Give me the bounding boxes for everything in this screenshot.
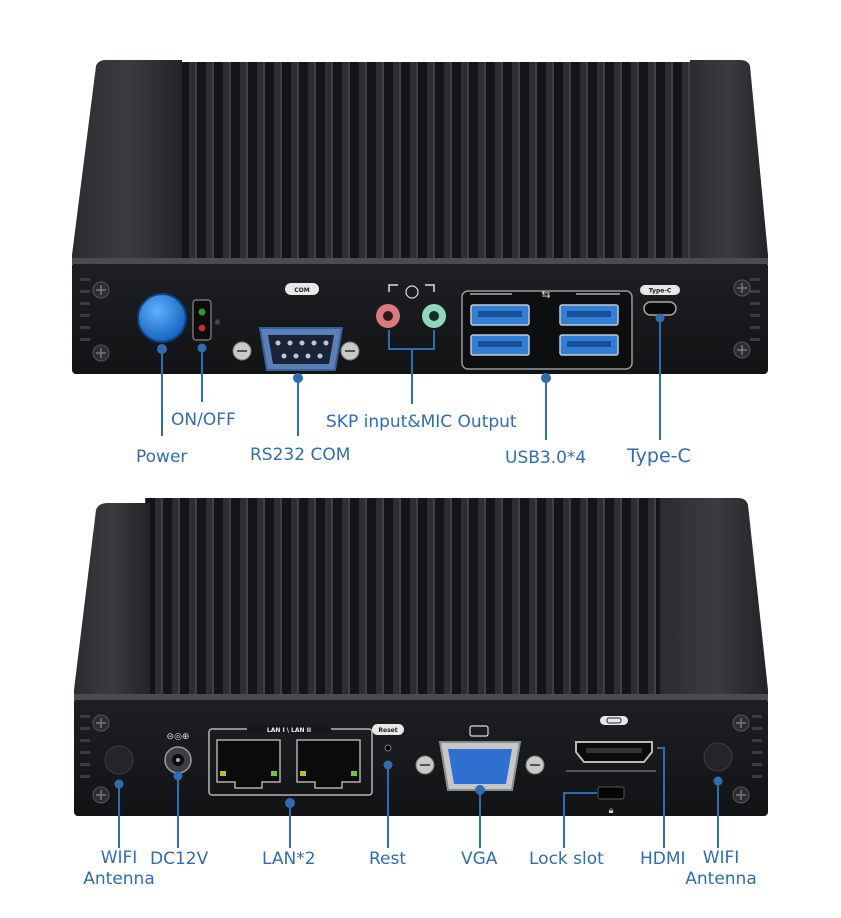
com-port: COM [232,283,360,371]
typec-marking: Type-C [649,288,672,295]
label-audio: SKP input&MIC Output [326,412,517,432]
label-vga: VGA [461,849,498,869]
screw-icon [92,714,750,804]
label-dc12v: DC12V [150,849,209,869]
label-power: Power [136,447,188,467]
label-lock-slot: Lock slot [529,849,604,869]
label-reset: Rest [369,849,407,869]
usb-ports: ⇆ [461,288,633,370]
svg-text:⊖◎⊕: ⊖◎⊕ [167,732,190,742]
lan-ports: LAN I \ LAN II [208,725,373,796]
right-end-cap [690,60,768,262]
label-wifi-antenna-left: WIFI Antenna [80,848,158,890]
svg-text:☼: ☼ [214,318,221,327]
label-hdmi: HDMI [640,849,686,869]
svg-text:⇆: ⇆ [541,288,550,301]
vent-slits [80,278,760,341]
reset-pinhole: Reset [372,724,404,752]
lan-marking: LAN I \ LAN II [267,727,311,734]
heatsink-fins [180,62,695,262]
label-wifi-left-line2: Antenna [83,869,155,889]
screw-icon [92,279,751,362]
label-rs232-com: RS232 COM [250,445,351,465]
lock-slot: 🔒︎ [597,786,625,816]
top-callouts [157,313,665,440]
audio-jacks [376,284,446,328]
label-wifi-left-line1: WIFI [100,848,138,868]
left-end-cap [72,60,182,262]
vga-port [415,725,545,791]
label-type-c: Type-C [627,445,691,467]
typec-port: Type-C [640,285,680,316]
bottom-device: ⊖◎⊕ LAN I \ LAN II Reset [74,498,768,848]
top-device: ☼ COM [72,60,768,440]
label-wifi-antenna-right: WIFI Antenna [682,848,760,890]
svg-text:🔒︎: 🔒︎ [609,806,614,816]
label-usb: USB3.0*4 [505,448,587,468]
power-button [137,293,187,343]
label-lan: LAN*2 [262,849,316,869]
label-wifi-right-line1: WIFI [702,848,740,868]
right-end-cap [660,498,768,698]
wifi-antenna-left [104,745,134,775]
com-marking: COM [294,287,310,294]
status-leds: ☼ [192,299,221,341]
reset-marking: Reset [378,727,397,734]
heatsink-fins [145,498,665,698]
hdmi-port [566,716,656,772]
wifi-antenna-right [703,742,733,772]
left-end-cap [74,503,150,698]
label-wifi-right-line2: Antenna [685,869,757,889]
bottom-callouts [114,747,723,848]
label-on-off: ON/OFF [171,410,236,430]
dc-jack: ⊖◎⊕ [164,732,192,774]
